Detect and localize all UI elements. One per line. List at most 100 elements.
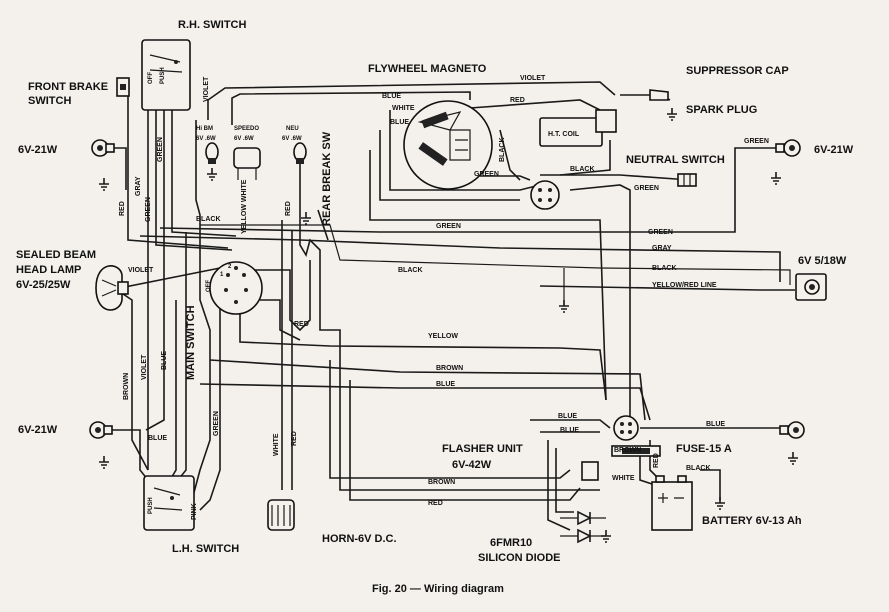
flywheel-magneto-label: FLYWHEEL MAGNETO — [368, 63, 487, 75]
wire-label-yellow-red-line: YELLOW/RED LINE — [652, 282, 717, 289]
ht-coil — [539, 109, 617, 147]
wire-label-green-front-right: GREEN — [744, 138, 769, 145]
main-switch-pos-1: 1 — [220, 272, 224, 278]
rear-left-lamp-label: 6V-21W — [18, 424, 58, 436]
neutral-indicator — [293, 142, 307, 164]
wire-label-blue-lh: BLUE — [148, 435, 167, 442]
wire-label-blue-mid: BLUE — [436, 381, 455, 388]
flasher-unit-label-1: FLASHER UNIT — [442, 443, 523, 455]
suppressor-cap — [649, 89, 669, 101]
wire-label-green-magneto: GREEN — [474, 171, 499, 178]
lh-switch-label: L.H. SWITCH — [172, 543, 239, 555]
wire-label-black-mid: BLACK — [398, 267, 423, 274]
wire-label-white-battery: WHITE — [612, 475, 635, 482]
hi-bm-label-2: 6V .6W — [196, 136, 216, 142]
wire-label-black-right: BLACK — [652, 265, 677, 272]
rear-left-lamp — [89, 421, 113, 439]
wire-label-red-bottom: RED — [428, 500, 443, 507]
diode-label-2: SILICON DIODE — [478, 552, 561, 564]
neu-label-1: NEU — [286, 126, 299, 132]
wire-label-blue-right: BLUE — [706, 421, 725, 428]
front-brake-switch-label-2: SWITCH — [28, 95, 71, 107]
wire-label-yellow-white: YELLOW WHITE — [241, 179, 248, 234]
flasher-unit — [581, 461, 599, 481]
tail-lamp — [795, 273, 827, 301]
wire-label-blue-magneto: BLUE — [382, 93, 401, 100]
wire-label-green-neutral: GREEN — [634, 185, 659, 192]
connector-block-upper — [530, 180, 560, 210]
tail-lamp-label: 6V 5/18W — [798, 255, 847, 267]
silicon-diode — [560, 510, 606, 544]
head-lamp — [95, 265, 129, 311]
diode-label-1: 6FMR10 — [490, 537, 532, 549]
wire-label-gray-front: GRAY — [135, 176, 142, 196]
front-right-lamp-label: 6V-21W — [814, 144, 854, 156]
wire-label-violet-rh: VIOLET — [203, 76, 210, 102]
ht-coil-label: H.T. COIL — [548, 131, 580, 138]
rear-brake-switch — [317, 209, 329, 241]
hi-bm-label-1: Hi BM — [196, 126, 213, 132]
wire-label-red-front: RED — [119, 201, 126, 216]
front-right-lamp — [775, 139, 801, 157]
wire-label-pink: PINK — [191, 503, 198, 520]
wire-label-brown-left: BROWN — [123, 373, 130, 400]
rh-switch-label: R.H. SWITCH — [178, 19, 246, 31]
wire-label-blue-left: BLUE — [161, 351, 168, 370]
wire-label-green-front: GREEN — [145, 197, 152, 222]
main-switch-label: MAIN SWITCH — [185, 305, 197, 380]
wire-label-red-main: RED — [294, 321, 309, 328]
component-labels: R.H. SWITCH FRONT BRAKE SWITCH 6V-21W 6V… — [16, 19, 854, 564]
switch-marks: OFF PUSH OFF 1 2 PUSH — [148, 67, 232, 514]
wire-label-violet-headlamp: VIOLET — [128, 267, 154, 274]
wire-label-black-magneto: BLACK — [499, 138, 506, 163]
front-left-lamp — [91, 139, 115, 157]
flasher-unit-label-2: 6V-42W — [452, 459, 492, 471]
wire-label-red-horn: RED — [291, 431, 298, 446]
wire-label-violet-left: VIOLET — [141, 354, 148, 380]
wire-label-white-magneto: WHITE — [392, 105, 415, 112]
figure-caption: Fig. 20 — Wiring diagram — [372, 583, 504, 595]
rh-switch-push-mark: PUSH — [160, 67, 166, 84]
head-lamp-label-2: HEAD LAMP — [16, 264, 81, 276]
wire-label-green-right: GREEN — [648, 229, 673, 236]
rh-switch — [141, 39, 191, 111]
wire-label-yellow: YELLOW — [428, 333, 458, 340]
wire-label-red-top: RED — [510, 97, 525, 104]
head-lamp-label-1: SEALED BEAM — [16, 249, 96, 261]
speedo-label-2: 6V .6W — [234, 136, 254, 142]
wire-label-green-front-2: GREEN — [157, 137, 164, 162]
flywheel-magneto — [403, 100, 493, 190]
front-brake-switch-label-1: FRONT BRAKE — [28, 81, 108, 93]
rear-brake-switch-label: REAR BREAK SW — [321, 131, 333, 226]
wire-label-green-mid: GREEN — [436, 223, 461, 230]
wire-label-brown-fuse: BROWN — [614, 447, 641, 454]
horn-label: HORN-6V D.C. — [322, 533, 397, 545]
head-lamp-label-3: 6V-25/25W — [16, 279, 71, 291]
lh-switch-push-mark: PUSH — [148, 497, 154, 514]
rh-switch-off-mark: OFF — [148, 72, 154, 84]
speedo-lamp — [233, 147, 261, 180]
horn — [267, 499, 295, 531]
speedo-label-1: SPEEDO — [234, 126, 259, 132]
wire-label-red-battery: RED — [653, 453, 660, 468]
wire-label-brown-mid: BROWN — [436, 365, 463, 372]
wire-label-violet-top: VIOLET — [520, 75, 546, 82]
wire-label-green-left: GREEN — [213, 411, 220, 436]
main-switch — [209, 261, 263, 315]
battery-label: BATTERY 6V-13 Ah — [702, 515, 802, 527]
wire-label-blue-lower-1: BLUE — [558, 413, 577, 420]
wire-label-brown-bottom: BROWN — [428, 479, 455, 486]
main-switch-off-mark: OFF — [206, 280, 212, 292]
front-left-lamp-label: 6V-21W — [18, 144, 58, 156]
neutral-switch-label: NEUTRAL SWITCH — [626, 154, 725, 166]
spark-plug-label: SPARK PLUG — [686, 104, 757, 116]
wire-label-blue-magneto-2: BLUE — [390, 119, 409, 126]
wire-label-black-coil: BLACK — [570, 166, 595, 173]
wire-label-red-speedo: RED — [285, 201, 292, 216]
lh-switch — [143, 475, 195, 531]
rear-right-lamp — [779, 421, 805, 439]
fuse-label: FUSE-15 A — [676, 443, 732, 455]
suppressor-cap-label: SUPPRESSOR CAP — [686, 65, 789, 77]
wire-label-black-battery: BLACK — [686, 465, 711, 472]
